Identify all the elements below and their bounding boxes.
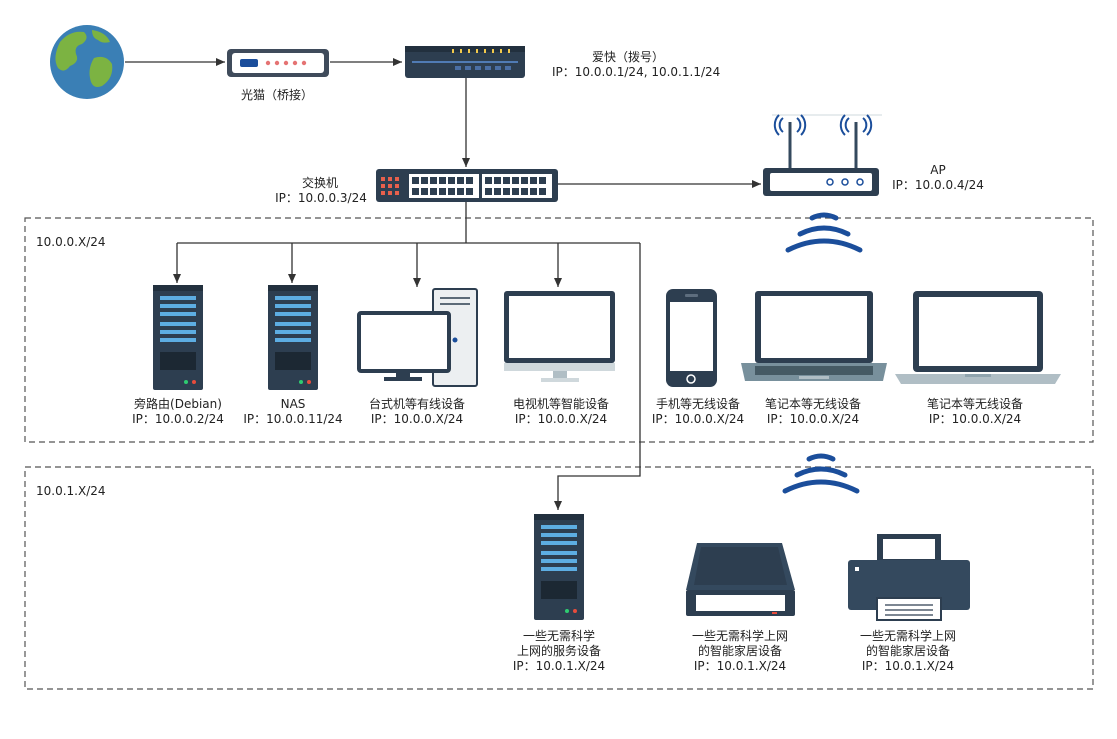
router-name: 爱快（拨号） xyxy=(592,50,665,64)
device-name: 台式机等有线设备 xyxy=(368,397,466,411)
device-name: 电视机等智能设备 xyxy=(512,397,610,411)
device-ip: IP：10.0.0.X/24 xyxy=(766,412,860,426)
switch-icon xyxy=(376,169,558,202)
laptop-icon xyxy=(895,291,1061,384)
device-label: 笔记本等无线设备 IP：10.0.0.X/24 xyxy=(765,397,861,427)
device-ip: IP：10.0.0.11/24 xyxy=(243,412,343,426)
subnet-box-10-0-0 xyxy=(24,217,1094,443)
subnet-box-10-0-1 xyxy=(24,466,1094,690)
device-name-line1: 一些无需科学上网 xyxy=(859,629,957,643)
laptop-icon xyxy=(741,291,887,381)
device-ip: IP：10.0.0.X/24 xyxy=(651,412,745,426)
desktop-pc-icon xyxy=(357,288,478,387)
switch-ip: IP：10.0.0.3/24 xyxy=(275,191,367,205)
router-icon xyxy=(405,46,525,78)
device-label: 旁路由(Debian) IP：10.0.0.2/24 xyxy=(132,397,224,427)
device-ip: IP：10.0.0.X/24 xyxy=(928,412,1022,426)
device-ip: IP：10.0.1.X/24 xyxy=(861,659,955,673)
subnet-label-10-0-0: 10.0.0.X/24 xyxy=(36,235,106,249)
device-label: 笔记本等无线设备 IP：10.0.0.X/24 xyxy=(927,397,1023,427)
device-ip: IP：10.0.0.X/24 xyxy=(514,412,608,426)
device-name: 旁路由(Debian) xyxy=(134,397,222,411)
device-name: 笔记本等无线设备 xyxy=(764,397,862,411)
wifi-signal-icon-lower xyxy=(782,453,860,494)
device-label: NAS IP：10.0.0.11/24 xyxy=(243,397,342,427)
device-label: 手机等无线设备 IP：10.0.0.X/24 xyxy=(652,397,744,427)
device-name-line2: 上网的服务设备 xyxy=(516,644,602,658)
switch-name: 交换机 xyxy=(301,176,339,190)
device-label: 电视机等智能设备 IP：10.0.0.X/24 xyxy=(513,397,609,427)
server-icon xyxy=(534,514,584,620)
device-name-line2: 的智能家居设备 xyxy=(865,644,951,658)
device-name: NAS xyxy=(280,397,306,411)
monitor-icon xyxy=(504,291,615,382)
server-icon xyxy=(153,285,203,390)
connection-lines xyxy=(125,58,761,510)
globe-icon xyxy=(50,25,124,99)
device-label: 一些无需科学 上网的服务设备 IP：10.0.1.X/24 xyxy=(513,629,605,674)
subnet-label-10-0-1: 10.0.1.X/24 xyxy=(36,484,106,498)
router-ip: IP：10.0.0.1/24, 10.0.1.1/24 xyxy=(552,65,721,79)
wifi-signal-icon xyxy=(785,212,863,253)
device-ip: IP：10.0.0.2/24 xyxy=(132,412,224,426)
access-point-icon xyxy=(763,114,882,196)
modem-label: 光猫（桥接） xyxy=(240,88,314,102)
ap-ip: IP：10.0.0.4/24 xyxy=(892,178,984,192)
device-name: 笔记本等无线设备 xyxy=(926,397,1024,411)
device-label: 台式机等有线设备 IP：10.0.0.X/24 xyxy=(369,397,465,427)
scanner-icon xyxy=(686,543,795,616)
device-ip: IP：10.0.0.X/24 xyxy=(370,412,464,426)
device-label: 一些无需科学上网 的智能家居设备 IP：10.0.1.X/24 xyxy=(860,629,956,674)
phone-icon xyxy=(666,289,717,387)
device-ip: IP：10.0.1.X/24 xyxy=(512,659,606,673)
modem-icon xyxy=(227,49,329,77)
ap-name: AP xyxy=(930,163,946,177)
device-name-line1: 一些无需科学上网 xyxy=(691,629,789,643)
device-name-line2: 的智能家居设备 xyxy=(697,644,783,658)
device-ip: IP：10.0.1.X/24 xyxy=(693,659,787,673)
device-name-line1: 一些无需科学 xyxy=(522,629,596,643)
server-icon xyxy=(268,285,318,390)
device-name: 手机等无线设备 xyxy=(655,397,741,411)
printer-icon xyxy=(848,534,970,621)
device-label: 一些无需科学上网 的智能家居设备 IP：10.0.1.X/24 xyxy=(692,629,788,674)
